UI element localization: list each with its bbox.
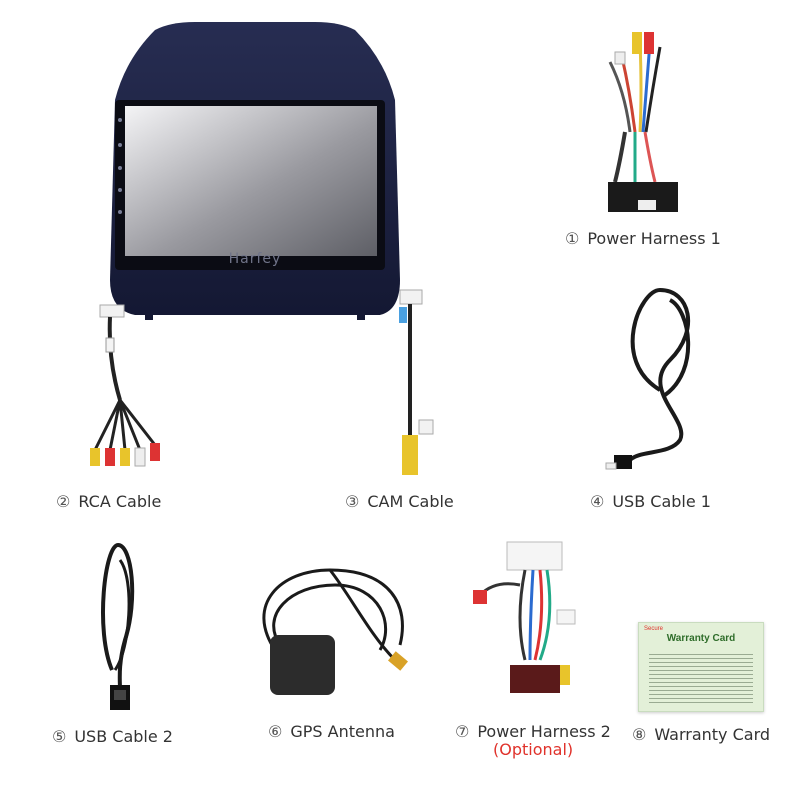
power-harness-1-image <box>580 22 690 222</box>
radio-head-unit: Harfey <box>95 20 415 325</box>
power-harness-2-image <box>465 540 585 715</box>
usb-cable-1-image <box>600 280 710 480</box>
warranty-card-title: Warranty Card <box>666 633 736 644</box>
cam-cable-image <box>385 285 440 485</box>
warranty-card-image: Secure Warranty Card <box>638 622 764 712</box>
warranty-card-corner-text: Secure <box>644 626 664 632</box>
gps-antenna-image <box>240 565 420 710</box>
warranty-card-body <box>649 651 753 703</box>
optional-note: (Optional) <box>493 740 574 759</box>
rca-cable-image <box>80 300 170 480</box>
usb-cable-2-image <box>90 540 150 715</box>
brand-logo: Harfey <box>228 251 282 267</box>
